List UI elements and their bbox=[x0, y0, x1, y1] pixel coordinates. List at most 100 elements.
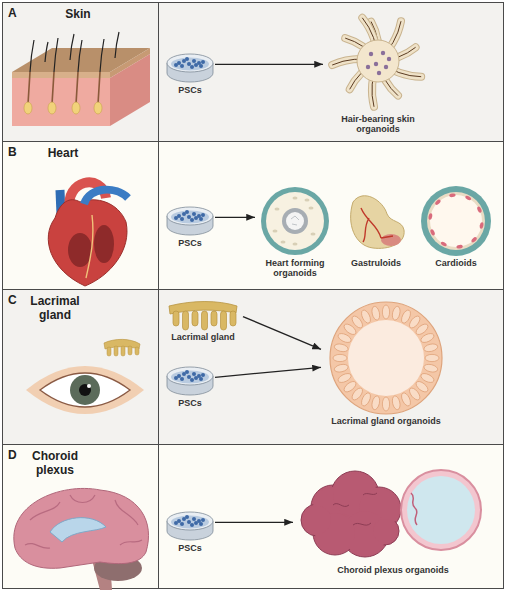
shape-circle bbox=[348, 320, 424, 396]
shape-circle bbox=[180, 377, 184, 381]
shape-path bbox=[361, 208, 393, 242]
shape-ellipse bbox=[171, 516, 209, 529]
shape-svg bbox=[165, 204, 215, 238]
shape-circle bbox=[201, 60, 205, 64]
shape-circle bbox=[190, 65, 194, 69]
shape-path bbox=[70, 34, 74, 60]
shape-circle bbox=[369, 52, 373, 56]
shape-circle bbox=[266, 192, 324, 250]
shape-ellipse bbox=[479, 222, 484, 229]
shape-rect bbox=[107, 347, 111, 356]
panel-letter: D bbox=[8, 449, 28, 463]
organoid-label: PSCs bbox=[165, 238, 215, 248]
shape-circle bbox=[199, 64, 203, 68]
panel: CLacrimal glandLacrimal glandPSCsLacrima… bbox=[2, 289, 504, 445]
shape-path bbox=[30, 40, 34, 72]
shape-path bbox=[52, 72, 54, 104]
shape-circle bbox=[366, 65, 370, 69]
shape-svg bbox=[163, 298, 243, 332]
shape-rect bbox=[192, 311, 198, 326]
shape-circle bbox=[282, 208, 308, 234]
shape-ellipse bbox=[275, 208, 280, 211]
shape-ellipse bbox=[423, 363, 438, 373]
shape-circle bbox=[190, 378, 194, 382]
organ-name: Skin bbox=[33, 8, 123, 22]
shape-path bbox=[86, 215, 93, 278]
shape-ellipse bbox=[273, 230, 278, 233]
shape-circle bbox=[180, 64, 184, 68]
shape-ellipse bbox=[360, 309, 373, 325]
shape-path bbox=[26, 366, 144, 414]
node-shape bbox=[165, 364, 215, 398]
shape-path bbox=[60, 190, 62, 238]
shape-circle bbox=[194, 216, 198, 220]
shape-ellipse bbox=[94, 102, 102, 114]
shape-circle bbox=[70, 375, 100, 405]
shape-circle bbox=[187, 62, 191, 66]
heart-drawing bbox=[48, 182, 128, 286]
shape-circle bbox=[199, 377, 203, 381]
organoid-label: Lacrimal gland bbox=[163, 332, 243, 342]
node-shape bbox=[343, 184, 409, 258]
arrow-connector bbox=[215, 367, 321, 377]
shape-circle bbox=[357, 40, 399, 82]
node-shape bbox=[165, 204, 215, 238]
lacrimal-organoid: Lacrimal gland organoids bbox=[321, 298, 451, 426]
shape-polygon bbox=[12, 48, 150, 72]
panel-letter: A bbox=[8, 7, 28, 21]
shape-ellipse bbox=[48, 102, 56, 114]
shape-circle bbox=[187, 520, 191, 524]
shape-ellipse bbox=[24, 102, 32, 114]
shape-svg bbox=[165, 51, 215, 85]
shape-circle bbox=[384, 65, 388, 69]
panel-divider bbox=[158, 290, 159, 444]
shape-ellipse bbox=[391, 395, 401, 410]
shape-circle bbox=[192, 212, 196, 216]
shape-ellipse bbox=[440, 241, 447, 247]
shape-circle bbox=[261, 187, 329, 255]
shape-path bbox=[28, 72, 30, 104]
panel-divider bbox=[158, 3, 159, 141]
shape-circle bbox=[421, 186, 491, 256]
shape-circle bbox=[199, 217, 203, 221]
shape-svg bbox=[165, 364, 215, 398]
shape-ellipse bbox=[371, 306, 381, 321]
shape-ellipse bbox=[167, 207, 213, 225]
node-shape bbox=[165, 509, 215, 543]
arrow-connector bbox=[243, 317, 321, 350]
shape-ellipse bbox=[309, 207, 314, 210]
shape-circle bbox=[187, 375, 191, 379]
shape-path bbox=[115, 32, 119, 58]
shape-g bbox=[28, 72, 100, 104]
shape-ellipse bbox=[72, 102, 80, 114]
shape-ellipse bbox=[171, 371, 209, 384]
arrow-connector bbox=[215, 64, 323, 65]
shape-path bbox=[50, 518, 106, 542]
shape-rect bbox=[12, 72, 110, 78]
shape-rect bbox=[221, 311, 227, 330]
shape-circle bbox=[194, 376, 198, 380]
shape-rect bbox=[128, 346, 132, 355]
shape-ellipse bbox=[334, 343, 349, 353]
shape-circle bbox=[427, 192, 485, 250]
shape-circle bbox=[174, 376, 178, 380]
shape-g bbox=[107, 346, 139, 356]
shape-ellipse bbox=[337, 372, 353, 385]
stem-cell-dish: PSCs bbox=[165, 51, 215, 95]
stem-cell-dish: PSCs bbox=[165, 509, 215, 553]
node-shape bbox=[323, 9, 433, 114]
shape-polygon bbox=[110, 54, 150, 126]
shape-path bbox=[70, 495, 95, 503]
organ-name: Heart bbox=[13, 147, 113, 161]
organ-name: Lacrimal gland bbox=[23, 295, 87, 323]
shape-circle bbox=[201, 373, 205, 377]
shape-circle bbox=[185, 210, 189, 214]
shape-circle bbox=[185, 370, 189, 374]
panel-letter: B bbox=[8, 146, 28, 160]
shape-svg bbox=[415, 184, 497, 258]
arrow-connector bbox=[215, 522, 293, 523]
shape-path bbox=[30, 502, 60, 520]
shape-ellipse bbox=[391, 306, 401, 321]
shape-svg bbox=[323, 9, 433, 114]
